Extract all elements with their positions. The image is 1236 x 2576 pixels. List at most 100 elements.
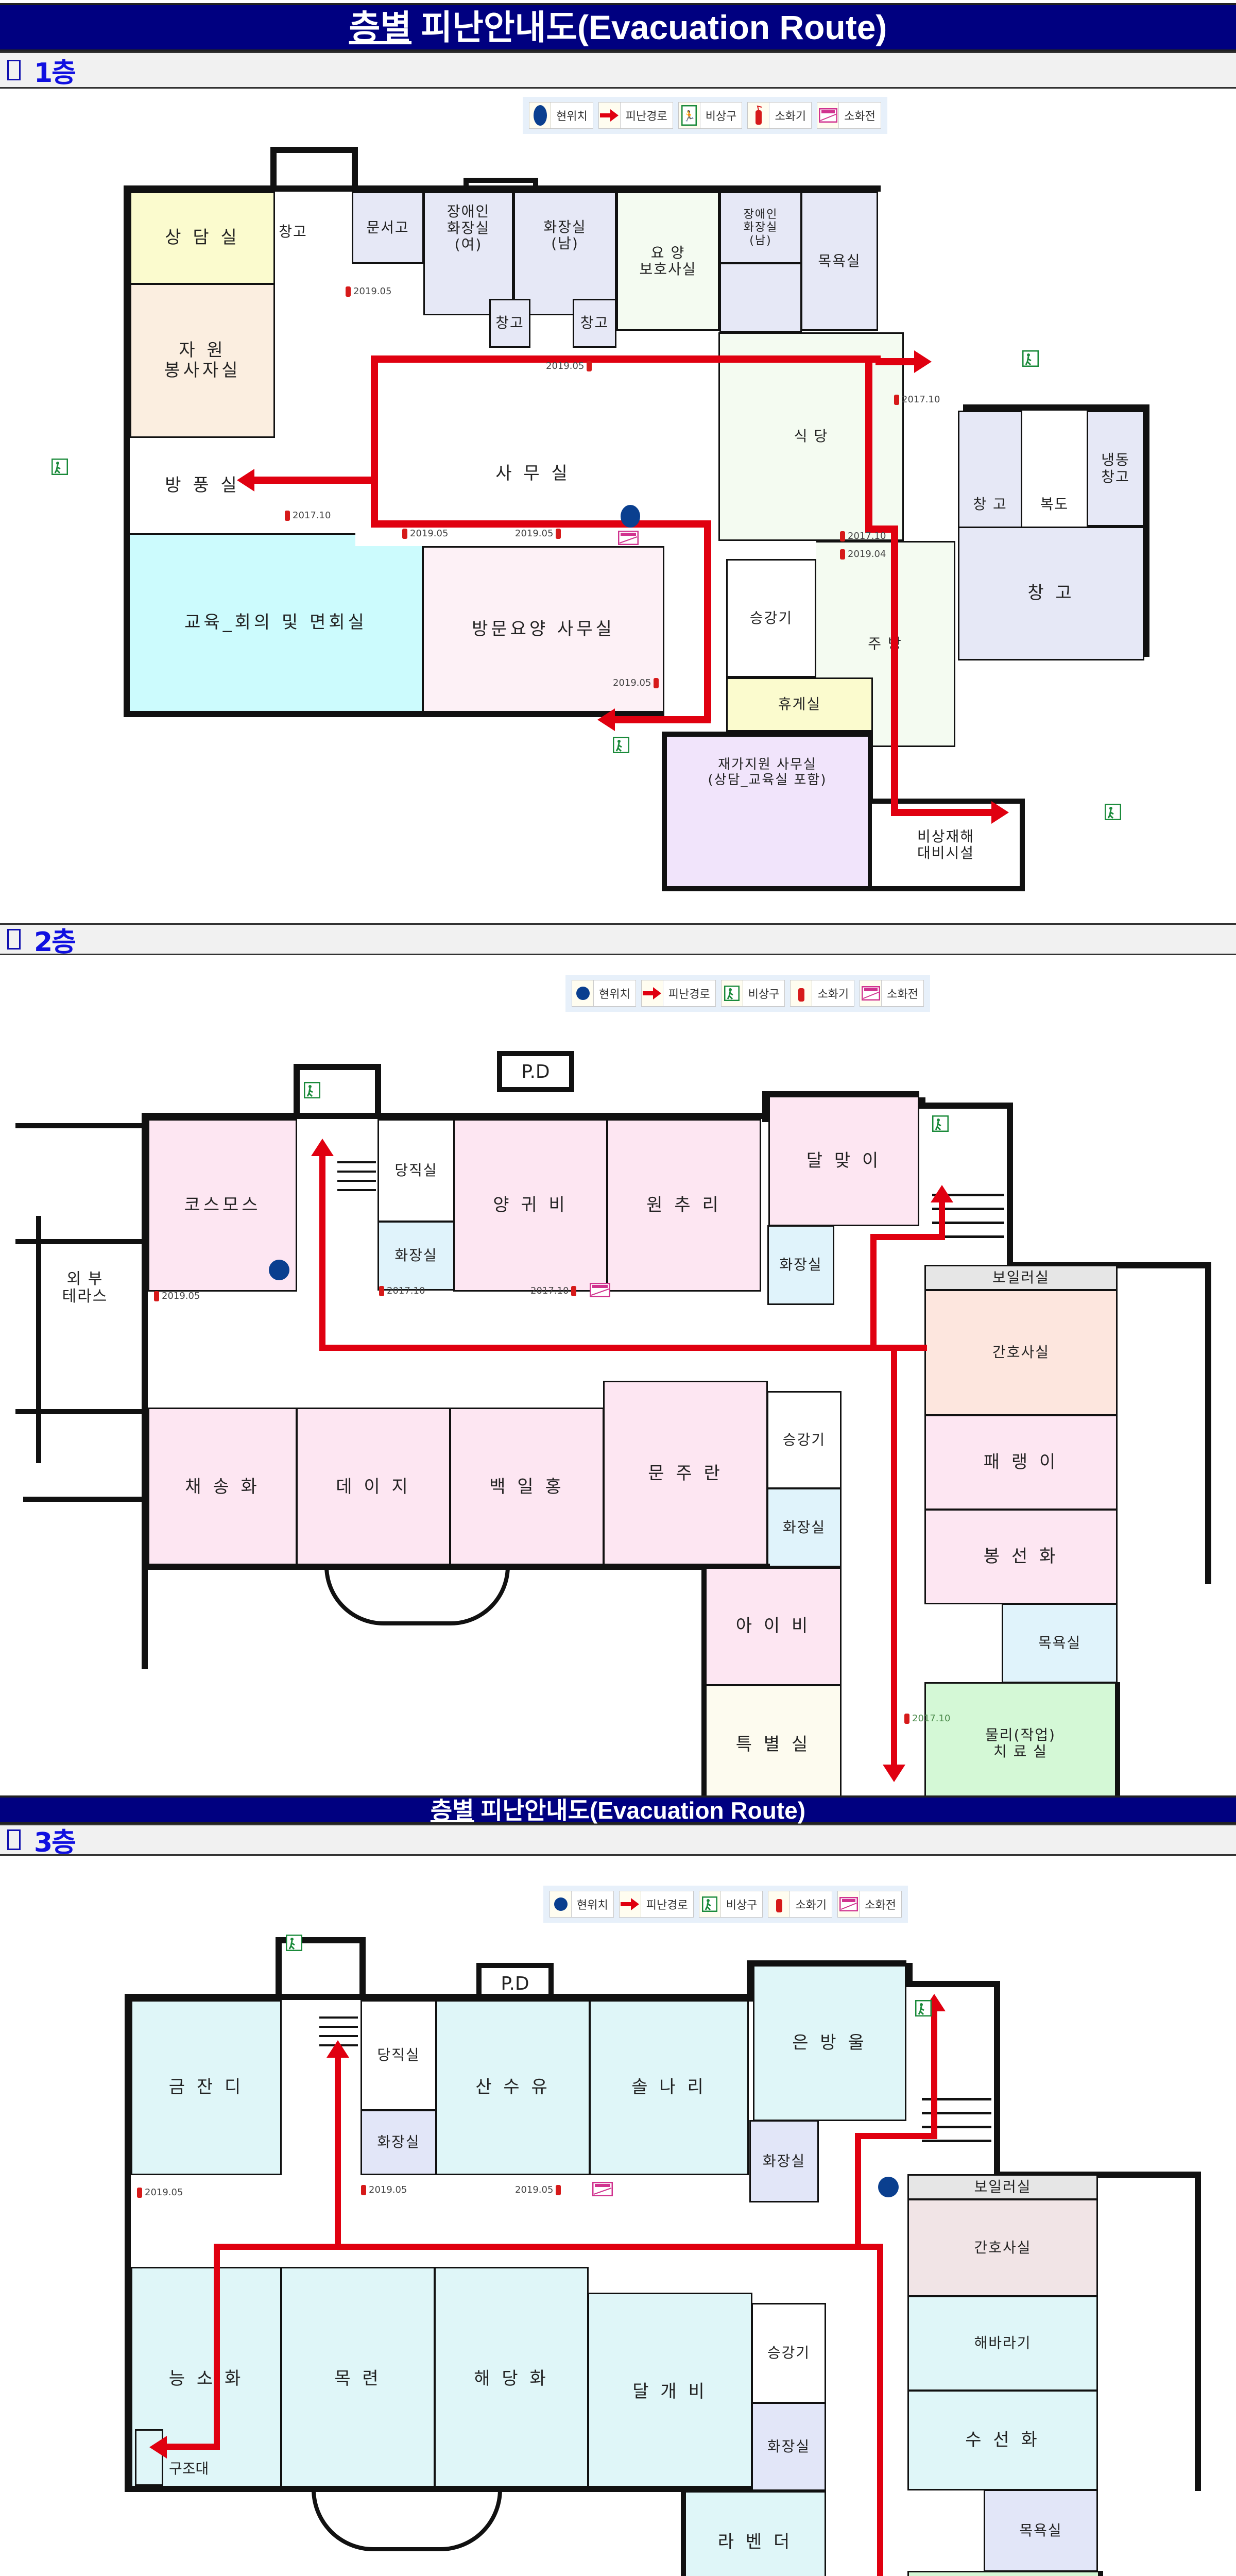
- room-wc-2: 화장실: [767, 1225, 834, 1305]
- fire-extinguisher: 2017.10: [379, 1283, 425, 1296]
- room-wc-3: 화장실: [751, 2402, 826, 2491]
- room-education: 교육_회의 및 면회실: [130, 533, 423, 711]
- room-bongseonhwa: 봉 선 화: [924, 1509, 1118, 1604]
- room-bath: 목욕실: [1002, 1603, 1118, 1683]
- legend-emergency-exit: 🏃비상구: [678, 102, 743, 129]
- checkbox-icon: [7, 60, 21, 80]
- emergency-exit-icon: [721, 980, 743, 1006]
- legend-floor-3: 현위치 피난경로 비상구 소화기 소화전: [543, 1886, 908, 1923]
- fire-extinguisher: 2019.05: [153, 1288, 200, 1301]
- legend-fire-hydrant: 소화전: [860, 980, 924, 1007]
- room-yanggwibi: 양 귀 비: [453, 1119, 608, 1292]
- route-arrow-right: [914, 350, 932, 373]
- room-nurse: 간호사실: [907, 2199, 1098, 2297]
- fire-extinguisher: 2017.10: [894, 392, 940, 405]
- legend-floor-1: 현위치 피난경로 🏃비상구 소화기 소화전: [523, 97, 887, 134]
- room-therapy: 물리(작업) 치 료 실: [907, 2571, 1103, 2576]
- legend-current-location: 현위치: [550, 1891, 614, 1918]
- evacuation-route: [891, 526, 898, 814]
- current-location-marker: [621, 505, 640, 528]
- emergency-exit-icon: 🏃: [678, 103, 700, 128]
- evacuation-route: [865, 355, 872, 531]
- fire-extinguisher: 2019.05: [345, 283, 391, 297]
- room-homecare-office: 재가지원 사무실 (상담_교육실 포함): [662, 732, 873, 891]
- room-documents: 문서고: [352, 192, 424, 264]
- route-arrow-up: [327, 2040, 349, 2058]
- current-location-marker: [878, 2177, 899, 2197]
- room-munjuran: 문 주 란: [603, 1381, 768, 1567]
- room-narcissus: 수 선 화: [907, 2390, 1098, 2490]
- floor-header-2: 2층: [0, 923, 1236, 958]
- room-elevator: 승강기: [726, 559, 816, 677]
- legend-fire-hydrant: 소화전: [817, 102, 881, 129]
- evacuation-route: [855, 2133, 937, 2139]
- room-sansuyu: 산 수 유: [436, 2000, 590, 2175]
- room-boiler: 보일러실: [924, 1265, 1118, 1291]
- room-wc-m: 화장실 (남): [513, 192, 616, 315]
- fire-extinguisher: 2017.10: [284, 507, 331, 521]
- room-dalmaji: 달 맞 이: [768, 1097, 919, 1226]
- room-special: 특 별 실: [701, 1685, 842, 1808]
- floor-header-3: 3층: [0, 1824, 1236, 1858]
- current-location-icon: [572, 980, 594, 1006]
- room-solnari: 솔 나 리: [589, 2000, 749, 2175]
- room-visit-office: 방문요양 사무실: [422, 546, 664, 711]
- legend-current-location: 현위치: [572, 980, 636, 1007]
- evacuation-route-arrow-icon: [619, 1891, 641, 1917]
- route-arrow-left: [237, 469, 254, 492]
- room-wonchuri: 원 추 리: [607, 1119, 761, 1292]
- fire-extinguisher-icon: [748, 103, 770, 128]
- fire-extinguisher: 2017.10: [904, 1710, 950, 1724]
- page-title-text: 피난안내도(Evacuation Route): [411, 8, 887, 46]
- emergency-exit-icon: [303, 1081, 321, 1100]
- room-disabled-wc-m-lower: [719, 263, 802, 332]
- fire-hydrant-icon: [838, 1891, 860, 1917]
- emergency-exit-icon: [51, 458, 68, 477]
- pd-shaft: P.D: [497, 1051, 574, 1092]
- floor-plan-1: P.D 상 담 실 자 원 봉사자실 방 풍 실 교육_회의 및 면회실 방문요…: [0, 0, 1236, 922]
- room-sunflower: 해바라기: [907, 2296, 1098, 2391]
- room-duty: 당직실: [377, 1119, 455, 1222]
- fire-extinguisher: 2017.10: [839, 528, 886, 541]
- route-arrow-up: [311, 1139, 334, 1156]
- room-volunteer: 자 원 봉사자실: [130, 283, 275, 438]
- evacuation-route: [214, 2244, 883, 2250]
- room-dining: 식 당: [718, 332, 904, 541]
- legend-evacuation-route: 피난경로: [641, 980, 716, 1007]
- fire-hydrant-icon: [617, 530, 639, 547]
- floor-label: 2층: [34, 926, 76, 958]
- page-title-prefix: 층별: [349, 8, 412, 46]
- page-title-text: 피난안내도(Evacuation Route): [474, 1797, 806, 1824]
- room-disabled-wc-f: 장애인 화장실 (여): [423, 192, 513, 315]
- room-bath: 목욕실: [801, 192, 878, 331]
- checkbox-icon: [7, 1829, 21, 1850]
- room-caregiver: 요 양 보호사실: [616, 192, 719, 331]
- room-wc-2: 화장실: [749, 2120, 819, 2202]
- fire-hydrant-icon: [817, 103, 839, 128]
- legend-fire-extinguisher: 소화기: [768, 1891, 833, 1918]
- room-chaesonghwa: 채 송 화: [148, 1408, 297, 1567]
- evacuation-route: [247, 477, 373, 484]
- room-storage-small: 창고: [279, 223, 307, 240]
- evacuation-route-arrow-icon: [598, 103, 621, 128]
- room-boiler: 보일러실: [907, 2174, 1098, 2200]
- legend-evacuation-route: 피난경로: [619, 1891, 694, 1918]
- emergency-exit-icon: [699, 1891, 721, 1917]
- svg-text:🏃: 🏃: [683, 110, 696, 122]
- room-lounge: 휴게실: [726, 677, 873, 732]
- current-location-icon: [550, 1891, 572, 1917]
- evacuation-route: [877, 2244, 883, 2576]
- room-wc-3: 화장실: [767, 1488, 842, 1567]
- room-elevator: 승강기: [767, 1391, 842, 1489]
- route-arrow-left: [149, 2436, 167, 2459]
- room-storage-big: 창 고: [958, 527, 1144, 660]
- emergency-exit-icon: [932, 1115, 949, 1134]
- room-bath: 목욕실: [984, 2489, 1098, 2572]
- floor-label: 3층: [34, 1827, 76, 1858]
- room-disabled-wc-m: 장애인 화장실 (남): [719, 192, 802, 264]
- emergency-exit-icon: [285, 1934, 303, 1953]
- fire-extinguisher: 2019.05: [515, 526, 561, 539]
- evacuation-route: [865, 526, 896, 533]
